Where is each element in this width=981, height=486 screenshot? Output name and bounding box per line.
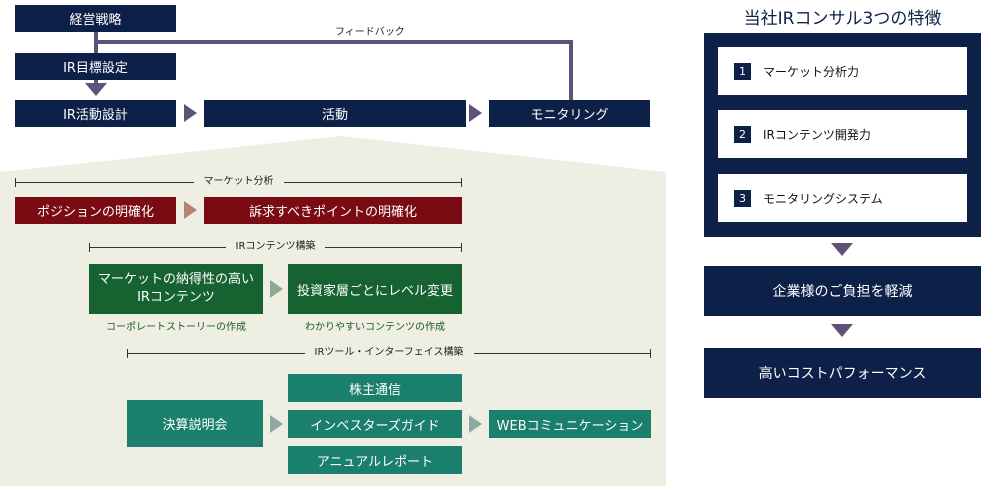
story-caption: コーポレートストーリーの作成 [106, 322, 246, 333]
arrow-right-icon [184, 104, 197, 122]
feature-label: IRコンテンツ開発力 [763, 127, 871, 142]
feature-number: 2 [734, 125, 751, 143]
annual-report-box: アニュアルレポート [288, 446, 462, 474]
feature-number: 3 [734, 189, 751, 207]
ir-goal-box: IR目標設定 [15, 53, 176, 80]
connector-goal-down [94, 80, 98, 85]
market-bracket-label: マーケット分析 [193, 175, 284, 189]
activity-box: 活動 [204, 100, 466, 127]
arrow-right-icon [270, 415, 283, 433]
story-line-1: マーケットの納得性の高い [97, 272, 254, 287]
monitoring-box: モニタリング [489, 100, 650, 127]
shareholder-newsletter-box: 株主通信 [288, 374, 462, 402]
arrow-right-icon [184, 201, 197, 219]
level-change-box: 投資家層ごとにレベル変更 [288, 264, 462, 314]
reduce-burden-box: 企業様のご負担を軽減 [704, 266, 981, 316]
arrow-right-icon [469, 415, 482, 433]
feature-item-3: 3 モニタリングシステム [718, 174, 967, 222]
tools-bracket-label: IRツール・インターフェイス構築 [304, 346, 474, 360]
keiei-senryaku-box: 経営戦略 [15, 5, 176, 32]
investor-guide-box: インベスターズガイド [288, 410, 462, 438]
position-box: ポジションの明確化 [15, 197, 176, 224]
cost-performance-box: 高いコストパフォーマンス [704, 348, 981, 398]
feedback-label: フィードバック [335, 27, 405, 38]
content-bracket-label: IRコンテンツ構築 [225, 240, 326, 254]
earnings-briefing-box: 決算説明会 [127, 400, 263, 447]
feedback-line-right [569, 40, 573, 100]
corporate-story-box: マーケットの納得性の高い IRコンテンツ [89, 264, 263, 314]
arrow-down-to-design [85, 83, 107, 96]
ir-design-box: IR活動設計 [15, 100, 176, 127]
levels-caption: わかりやすいコンテンツの作成 [305, 322, 445, 333]
feature-label: マーケット分析力 [763, 64, 860, 79]
feature-number: 1 [734, 62, 751, 80]
arrow-down-icon [831, 324, 853, 337]
features-title: 当社IRコンサル3つの特徴 [743, 9, 942, 29]
feature-label: モニタリングシステム [763, 191, 883, 206]
appeal-point-box: 訴求すべきポイントの明確化 [204, 197, 462, 224]
feedback-line-top [94, 40, 573, 44]
feature-item-1: 1 マーケット分析力 [718, 47, 967, 95]
arrow-right-icon [270, 280, 283, 298]
arrow-down-icon [831, 243, 853, 256]
web-communication-box: WEBコミュニケーション [489, 410, 651, 438]
arrow-right-icon [469, 104, 482, 122]
story-line-2: IRコンテンツ [137, 290, 215, 305]
feature-item-2: 2 IRコンテンツ開発力 [718, 110, 967, 158]
